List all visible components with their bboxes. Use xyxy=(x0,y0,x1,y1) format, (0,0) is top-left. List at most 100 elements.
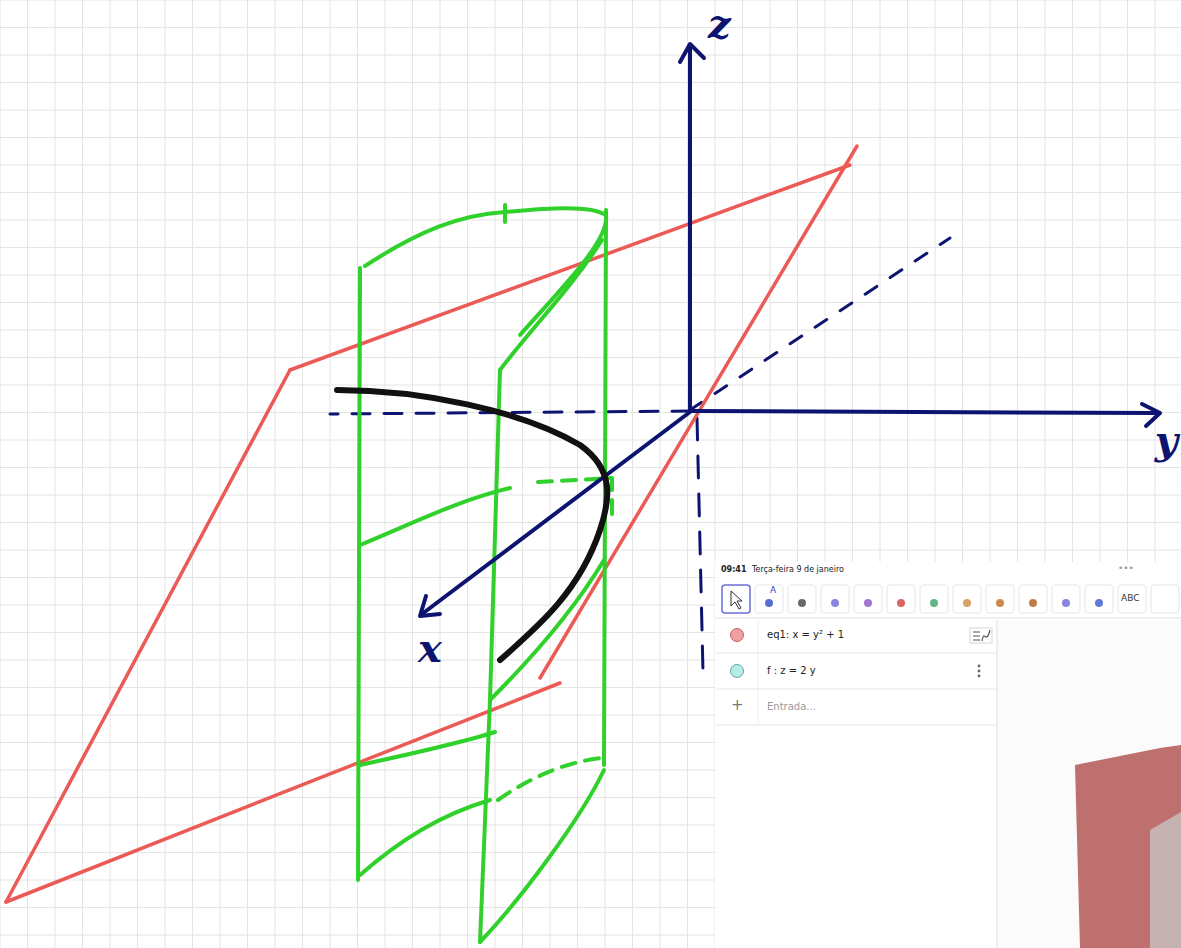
grid-line xyxy=(137,0,138,948)
grid-line xyxy=(412,0,413,948)
grid-line xyxy=(110,0,111,948)
status-date: Terça-feira 9 de janeiro xyxy=(752,566,844,575)
grid-line xyxy=(0,27,1181,28)
cylinder-section xyxy=(360,488,510,545)
tool-icon xyxy=(854,585,882,613)
tool-icon xyxy=(986,585,1014,613)
algebra-entry: eq1: x = y² + 1 xyxy=(767,629,844,640)
grid-line xyxy=(0,247,1181,248)
tool-icon xyxy=(1019,585,1047,613)
tool-glyph xyxy=(930,599,938,607)
tool-glyph xyxy=(1029,599,1037,607)
algebra-entry: f : z = 2 y xyxy=(767,665,816,676)
grid-line xyxy=(0,412,1181,413)
hidden-axes xyxy=(330,238,950,672)
text-tool: ABC xyxy=(1121,594,1139,604)
pointer-glyph xyxy=(731,591,742,609)
graphics-view xyxy=(998,620,1181,948)
cylinder-edge xyxy=(358,268,360,880)
grid-line xyxy=(0,165,1181,166)
plane-edge xyxy=(290,165,850,370)
grid-line xyxy=(0,137,1181,138)
view-divider xyxy=(997,620,998,948)
axis-label: y xyxy=(1155,418,1178,462)
grid-line xyxy=(0,55,1181,56)
row-marker-column xyxy=(758,620,759,725)
plane-edge xyxy=(6,683,560,902)
tool-icon xyxy=(755,585,783,613)
grid-line xyxy=(82,0,83,948)
plane-edge xyxy=(6,370,290,902)
cylinder-section xyxy=(360,732,495,765)
status-time: 09:41 xyxy=(721,566,746,575)
plane-render xyxy=(1075,745,1181,948)
grid-line xyxy=(0,275,1181,276)
grid-line xyxy=(330,0,331,948)
grid-line xyxy=(0,495,1181,496)
cylinder-bottom xyxy=(360,800,490,875)
grid-line xyxy=(192,0,193,948)
grid-line xyxy=(687,0,688,948)
grid-line xyxy=(0,467,1181,468)
app-background xyxy=(715,562,1181,948)
tool-icon xyxy=(722,585,750,613)
grid-line xyxy=(0,110,1181,111)
arrow-head xyxy=(680,44,704,62)
cylinder-top xyxy=(500,240,602,370)
grid-line xyxy=(522,0,523,948)
grid-line xyxy=(440,0,441,948)
tool-glyph xyxy=(996,599,1004,607)
input-placeholder: Entrada... xyxy=(767,701,816,712)
tool-icon xyxy=(920,585,948,613)
tool-glyph xyxy=(798,599,806,607)
grid-line xyxy=(577,0,578,948)
grid-line xyxy=(0,522,1181,523)
tool-glyph xyxy=(897,599,905,607)
menu-dots: ••• xyxy=(1118,564,1134,574)
grid-line xyxy=(632,0,633,948)
z-axis xyxy=(688,46,692,410)
cylinder-tick xyxy=(503,205,507,222)
tool-icon xyxy=(821,585,849,613)
cylinder-top xyxy=(365,208,606,335)
app-screenshot xyxy=(715,562,1181,948)
toolbar xyxy=(722,585,1179,613)
tool-icon xyxy=(887,585,915,613)
negative-x-axis xyxy=(690,238,950,410)
grid-line xyxy=(0,0,1,948)
axes xyxy=(420,44,1160,616)
cylinder-section xyxy=(490,560,604,700)
grid-line xyxy=(0,357,1181,358)
cylinder-bottom-hidden xyxy=(498,758,602,800)
axis-label: z xyxy=(708,2,731,46)
grid-line xyxy=(550,0,551,948)
arrow-head xyxy=(420,596,440,616)
grid-line xyxy=(0,220,1181,221)
axis-label: x xyxy=(418,626,442,670)
cylinder-render xyxy=(1150,812,1181,948)
intersection-curve xyxy=(337,390,607,660)
grid-line xyxy=(385,0,386,948)
tool-icon xyxy=(1118,585,1146,613)
grid-line xyxy=(165,0,166,948)
parabolic-cylinder xyxy=(358,205,612,942)
negative-z-axis xyxy=(697,418,703,672)
grid-line xyxy=(302,0,303,948)
y-axis xyxy=(690,411,1158,413)
grid-line xyxy=(0,385,1181,386)
grid-line xyxy=(55,0,56,948)
tool-icon xyxy=(1052,585,1080,613)
grid-line xyxy=(0,330,1181,331)
grid-line xyxy=(0,82,1181,83)
grid-line xyxy=(0,302,1181,303)
tool-icon xyxy=(953,585,981,613)
toolbar-border xyxy=(715,618,1181,619)
tool-icon xyxy=(788,585,816,613)
cylinder-bottom xyxy=(480,770,604,942)
tool-glyph xyxy=(831,599,839,607)
grid-line xyxy=(27,0,28,948)
tool-glyph xyxy=(864,599,872,607)
add-button: + xyxy=(731,697,744,714)
